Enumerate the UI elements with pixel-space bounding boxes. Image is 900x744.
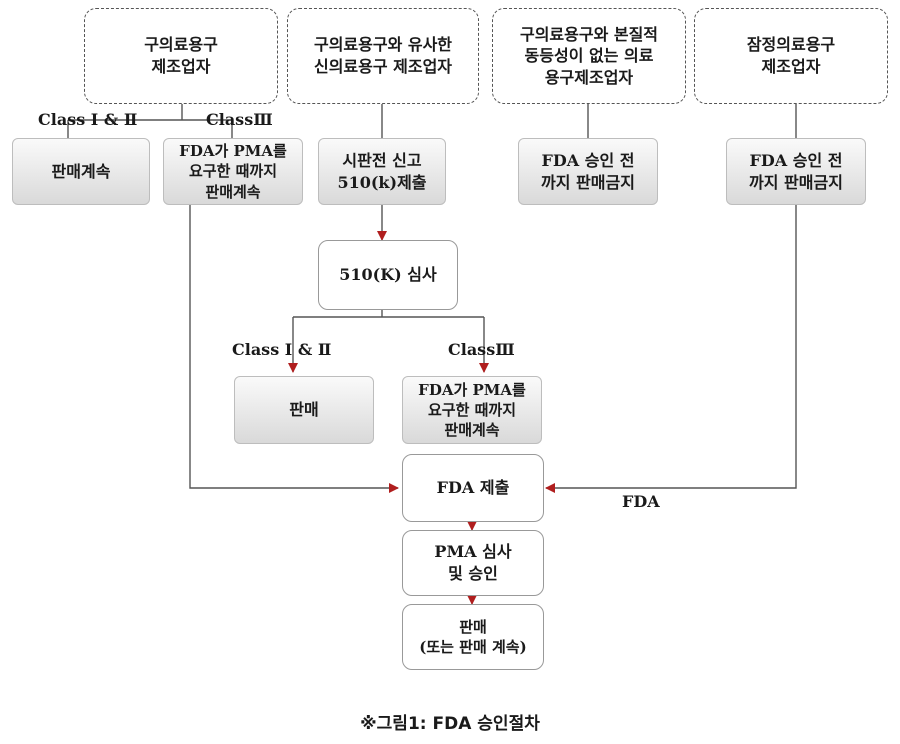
continue-sale-box: 판매계속 xyxy=(12,138,150,205)
pma-review-text: PMA 심사 및 승인 xyxy=(434,542,512,583)
not-equivalent-manufacturer-text: 구의료용구와 본질적 동등성이 없는 의료 용구제조업자 xyxy=(519,24,659,87)
class-3-label-top: ClassⅢ xyxy=(206,110,273,129)
line-right-to-fda-submit xyxy=(545,205,797,493)
premarket-510k-text: 시판전 신고 510(k)제출 xyxy=(337,150,427,192)
final-sale-box: 판매 (또는 판매 계속) xyxy=(402,604,544,670)
provisional-manufacturer-box: 잠정의료용구 제조업자 xyxy=(694,8,888,104)
class-1-2-label-mid: Class Ⅰ & Ⅱ xyxy=(232,340,332,359)
sale-box: 판매 xyxy=(234,376,374,444)
sale-text: 판매 xyxy=(289,400,319,420)
pma-continue-mid-text: FDA가 PMA를 요구한 때까지 판매계속 xyxy=(418,380,526,440)
fda-submit-box: FDA 제출 xyxy=(402,454,544,522)
premarket-510k-box: 시판전 신고 510(k)제출 xyxy=(318,138,446,205)
ban-until-approval-text-2: FDA 승인 전 까지 판매금지 xyxy=(749,150,843,192)
predicate-manufacturer-box: 구의료용구 제조업자 xyxy=(84,8,278,104)
ban-until-approval-text-1: FDA 승인 전 까지 판매금지 xyxy=(541,150,635,192)
fda-submit-text: FDA 제출 xyxy=(436,478,510,498)
pma-continue-top-text: FDA가 PMA를 요구한 때까지 판매계속 xyxy=(179,142,287,201)
continue-sale-text: 판매계속 xyxy=(51,161,111,181)
similar-new-manufacturer-text: 구의료용구와 유사한 신의료용구 제조업자 xyxy=(313,35,453,76)
predicate-manufacturer-text: 구의료용구 제조업자 xyxy=(144,35,218,76)
figure-caption: ※그림1: FDA 승인절차 xyxy=(360,714,540,734)
fda-edge-label: FDA xyxy=(622,492,660,511)
pma-review-box: PMA 심사 및 승인 xyxy=(402,530,544,596)
review-510k-text: 510(K) 심사 xyxy=(339,265,437,285)
ban-until-approval-box-2: FDA 승인 전 까지 판매금지 xyxy=(726,138,866,205)
class-1-2-label-top: Class Ⅰ & Ⅱ xyxy=(38,110,138,129)
pma-continue-top-box: FDA가 PMA를 요구한 때까지 판매계속 xyxy=(163,138,303,205)
final-sale-text: 판매 (또는 판매 계속) xyxy=(419,617,527,656)
line-left-to-fda-submit xyxy=(189,205,399,493)
provisional-manufacturer-text: 잠정의료용구 제조업자 xyxy=(746,35,836,76)
review-510k-box: 510(K) 심사 xyxy=(318,240,458,310)
ban-until-approval-box-1: FDA 승인 전 까지 판매금지 xyxy=(518,138,658,205)
class-3-label-mid: ClassⅢ xyxy=(448,340,515,359)
pma-continue-mid-box: FDA가 PMA를 요구한 때까지 판매계속 xyxy=(402,376,542,444)
similar-new-manufacturer-box: 구의료용구와 유사한 신의료용구 제조업자 xyxy=(287,8,479,104)
not-equivalent-manufacturer-box: 구의료용구와 본질적 동등성이 없는 의료 용구제조업자 xyxy=(492,8,686,104)
